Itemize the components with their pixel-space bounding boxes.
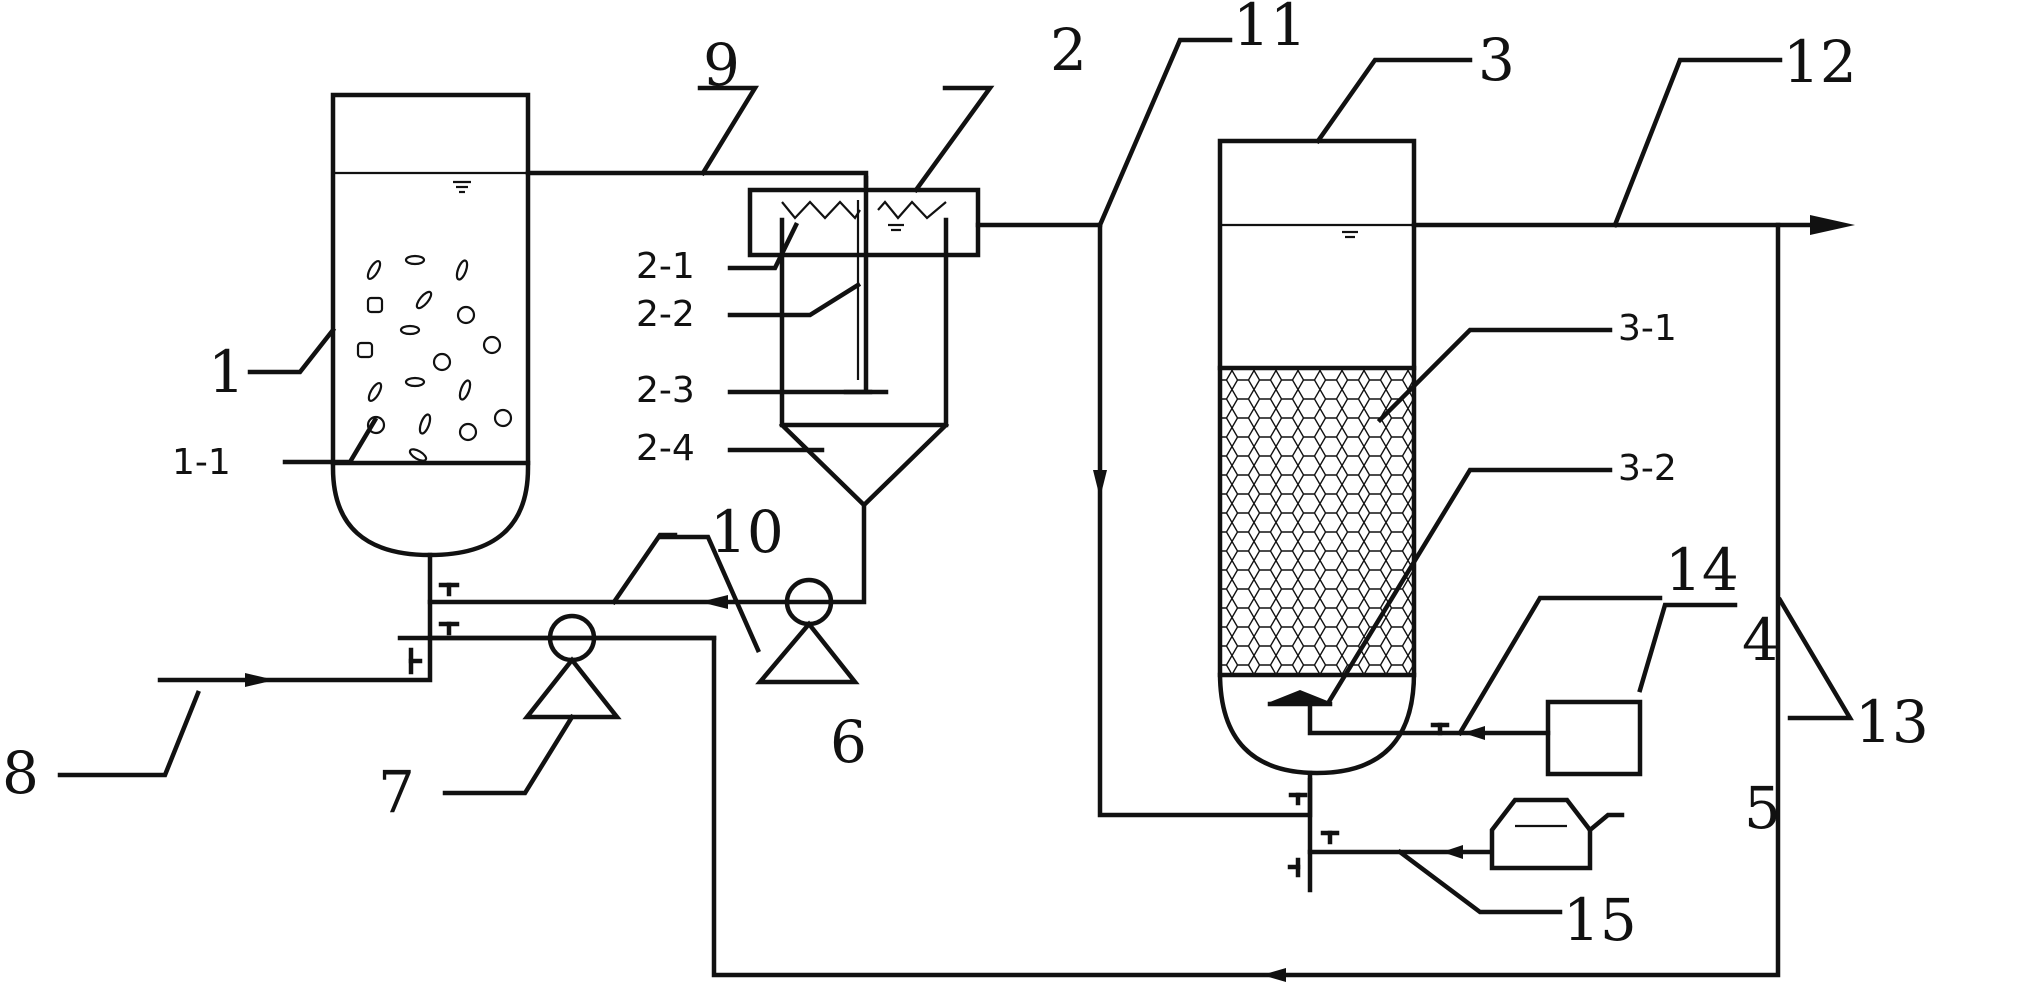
label-3: 3 (1478, 26, 1515, 94)
label-2-1: 2-1 (636, 246, 695, 287)
label-7: 7 (378, 758, 415, 826)
label-5: 5 (1744, 774, 1781, 842)
label-9: 9 (703, 31, 740, 99)
blower-5 (1489, 797, 1593, 871)
water-level-symbol (453, 180, 471, 194)
arrow-left (1262, 968, 1286, 982)
reactor-3 (1217, 138, 1417, 776)
pipe-9 (525, 170, 869, 188)
leader-lines (57, 37, 1854, 915)
arrow-left (700, 595, 728, 609)
inlet-arrow (245, 673, 275, 687)
label-4: 4 (1742, 606, 1779, 674)
label-1-1: 1-1 (172, 442, 231, 483)
arrow-down (1093, 470, 1107, 498)
suspended-carriers (356, 254, 513, 462)
inlet-manifold (157, 552, 433, 683)
label-2-3: 2-3 (636, 370, 695, 411)
arrow-left (1463, 726, 1485, 740)
pipe-10 (427, 502, 867, 605)
device-4 (1545, 699, 1643, 777)
valve (408, 582, 460, 675)
pump-6 (755, 577, 860, 685)
settler-2 (747, 175, 981, 509)
pump-7 (522, 613, 622, 720)
label-14: 14 (1665, 536, 1739, 604)
valve (1287, 792, 1308, 878)
pipe-14 (1307, 701, 1551, 736)
aerator (1267, 690, 1333, 707)
water-level-symbol (1342, 230, 1358, 239)
label-2-4: 2-4 (636, 428, 695, 469)
label-10: 10 (710, 498, 784, 566)
label-6: 6 (830, 708, 867, 776)
label-1: 1 (208, 338, 245, 406)
water-level-symbol (888, 223, 904, 232)
valve (1320, 830, 1340, 845)
arrow-left (1442, 845, 1463, 859)
label-11: 11 (1233, 0, 1307, 59)
label-15: 15 (1563, 886, 1637, 954)
label-3-2: 3-2 (1618, 448, 1677, 489)
effluent-arrow (1810, 215, 1855, 235)
label-3-1: 3-1 (1618, 308, 1677, 349)
valve (1430, 722, 1450, 736)
label-12: 12 (1783, 28, 1857, 96)
callout-labels: 1 1-1 8 9 2 11 3 12 2-1 2-2 2-3 2-4 3-1 … (2, 0, 1929, 954)
label-2-2: 2-2 (636, 294, 695, 335)
reactor-1 (330, 92, 531, 558)
label-8: 8 (2, 739, 39, 807)
label-2: 2 (1050, 16, 1087, 84)
label-13: 13 (1855, 688, 1929, 756)
